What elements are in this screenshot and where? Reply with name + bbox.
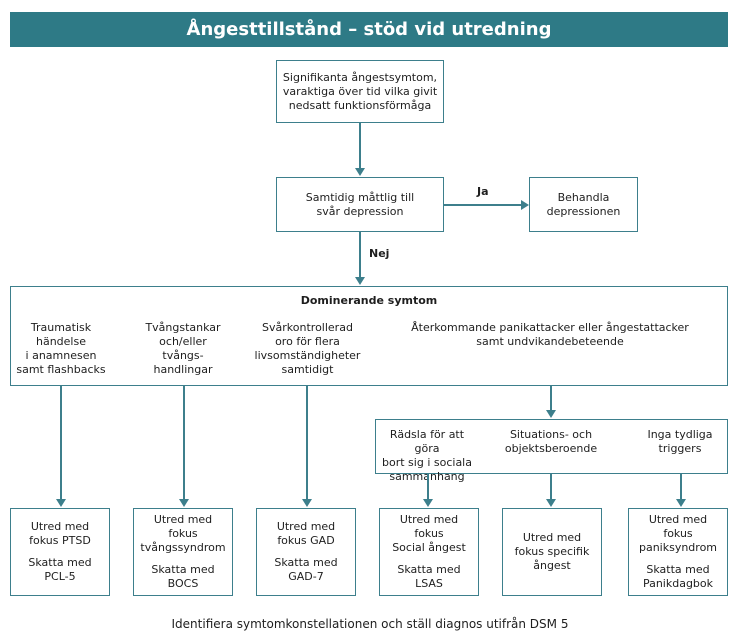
depression-box: Samtidig måttlig till svår depression: [276, 177, 444, 232]
connector-yes: [444, 204, 522, 206]
arrow-gad: [302, 499, 312, 507]
depression-line1: Samtidig måttlig till: [305, 190, 415, 204]
footer-note: Identifiera symtomkonstellationen och st…: [171, 617, 569, 631]
no-label: Nej: [369, 247, 390, 260]
arrow-none: [676, 499, 686, 507]
dominant-symptoms-box: [10, 286, 728, 386]
connector-social: [427, 474, 429, 499]
title-text: Ångesttillstånd – stöd vid utredning: [186, 19, 552, 40]
start-line3: nedsatt funktionsförmåga: [288, 98, 432, 112]
connector-no: [359, 232, 361, 277]
start-line2: varaktiga över tid vilka givit: [282, 84, 438, 98]
treat-line2: depressionen: [546, 204, 621, 218]
treat-depression-box: Behandla depressionen: [529, 177, 638, 232]
arrow-panic: [546, 410, 556, 418]
connector-trauma: [60, 386, 62, 499]
dominant-title: Dominerande symtom: [300, 294, 438, 307]
treat-line1: Behandla: [557, 190, 610, 204]
yes-label: Ja: [477, 185, 489, 198]
symptom-panic: Återkommande panikattacker eller ångesta…: [411, 321, 689, 348]
start-box: Signifikanta ångestsymtom, varaktiga öve…: [276, 60, 444, 123]
connector-start-depression: [359, 123, 361, 168]
connector-none: [680, 474, 682, 499]
panic-subgroups-box: [375, 419, 728, 474]
diagram-title: Ångesttillstånd – stöd vid utredning: [10, 12, 728, 47]
start-line1: Signifikanta ångestsymtom,: [282, 70, 438, 84]
arrow-start-depression: [355, 168, 365, 176]
arrow-trauma: [56, 499, 66, 507]
connector-specific: [550, 474, 552, 499]
connector-gad: [306, 386, 308, 499]
connector-panic: [550, 386, 552, 410]
arrow-yes: [521, 200, 529, 210]
depression-line2: svår depression: [316, 204, 404, 218]
arrow-ocd: [179, 499, 189, 507]
arrow-social: [423, 499, 433, 507]
arrow-specific: [546, 499, 556, 507]
connector-ocd: [183, 386, 185, 499]
arrow-no: [355, 277, 365, 285]
